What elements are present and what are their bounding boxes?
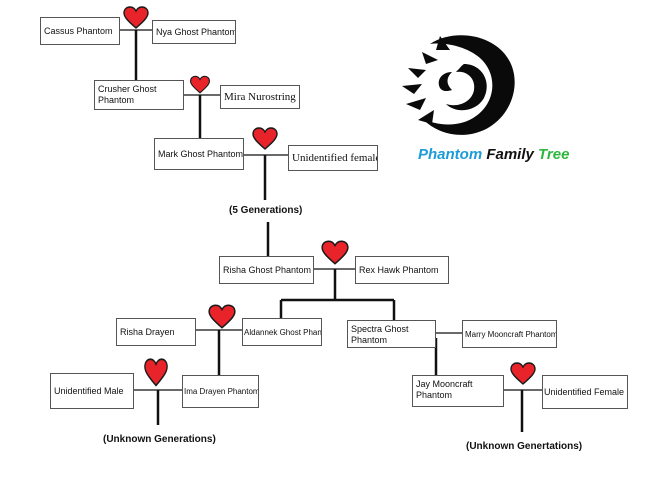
title-word-family: Family xyxy=(482,146,539,163)
person-name: Unidentified Male xyxy=(54,385,124,396)
person-box-aldannek: Aldannek Ghost Phantom xyxy=(242,318,322,346)
person-box-risha-ghost: Risha Ghost Phantom xyxy=(219,256,314,284)
heart-icon xyxy=(321,240,349,265)
thick-lines xyxy=(134,30,524,432)
person-name: Rex Hawk Phantom xyxy=(359,264,439,275)
person-name: Risha Ghost Phantom xyxy=(223,264,312,275)
person-name: Aldannek Ghost Phantom xyxy=(244,327,322,337)
person-box-unidentified-female-1: Unidentified female xyxy=(288,145,378,171)
person-name: Spectra Ghost Phantom xyxy=(351,324,409,345)
diagram-title: Phantom Family Tree xyxy=(418,146,569,163)
generation-note: (Unknown Generations) xyxy=(103,434,216,445)
person-box-unidentified-male: Unidentified Male xyxy=(50,373,134,409)
heart-icon xyxy=(190,75,210,94)
person-name: Jay Mooncraft Phantom xyxy=(416,379,473,400)
swirl-logo-icon xyxy=(402,35,515,135)
person-name: Cassus Phantom xyxy=(44,25,113,36)
heart-icon xyxy=(208,304,236,329)
person-name: Risha Drayen xyxy=(120,326,175,337)
heart-icon xyxy=(510,362,536,385)
person-name: Mark Ghost Phantom xyxy=(158,148,244,159)
person-name: Unidentified Female xyxy=(544,386,625,397)
person-box-crusher: Crusher Ghost Phantom xyxy=(94,80,184,110)
generation-note: (Unknown Genertations) xyxy=(466,441,583,452)
person-box-marry: Marry Mooncraft Phantom xyxy=(462,320,557,348)
person-box-ima: Ima Drayen Phantom xyxy=(182,375,259,408)
person-name: Crusher Ghost Phantom xyxy=(98,84,157,105)
person-box-mira: Mira Nurostring xyxy=(220,85,300,109)
title-word-tree: Tree xyxy=(538,146,570,163)
person-name: Nya Ghost Phantom xyxy=(156,26,236,37)
person-box-risha-drayen: Risha Drayen xyxy=(116,318,196,346)
title-word-phantom: Phantom xyxy=(418,146,483,163)
person-name: Ima Drayen Phantom xyxy=(184,387,259,396)
person-name: Mira Nurostring xyxy=(224,90,296,103)
generation-note: (5 Generations) xyxy=(229,205,303,216)
person-box-mark: Mark Ghost Phantom xyxy=(154,138,244,170)
person-box-spectra: Spectra Ghost Phantom xyxy=(347,320,436,348)
person-box-unidentified-female-2: Unidentified Female xyxy=(542,375,628,409)
heart-icon xyxy=(252,127,278,150)
heart-icon xyxy=(123,6,149,29)
person-box-nya: Nya Ghost Phantom xyxy=(152,20,236,44)
person-name: Unidentified female xyxy=(292,151,378,164)
heart-icon xyxy=(144,358,168,387)
person-name: Marry Mooncraft Phantom xyxy=(465,329,557,339)
person-box-rex: Rex Hawk Phantom xyxy=(355,256,449,284)
person-box-jay: Jay Mooncraft Phantom xyxy=(412,375,504,407)
person-box-cassus: Cassus Phantom xyxy=(40,17,120,45)
